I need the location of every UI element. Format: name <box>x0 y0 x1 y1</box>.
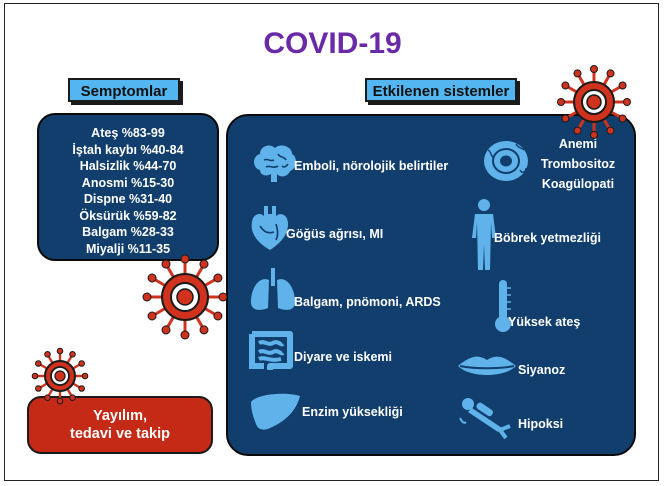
slide-frame <box>4 3 659 481</box>
virus-spike-tip <box>623 98 631 106</box>
virus-icon <box>557 65 631 139</box>
virus-spike-tip <box>606 69 615 78</box>
virus-spike-tip <box>147 273 157 283</box>
virus-spike-tip <box>573 69 582 78</box>
virus-spike-tip <box>56 347 64 355</box>
virus-spike-tip <box>147 311 157 321</box>
virus-spike-tip <box>561 81 570 90</box>
virus-spike-tip <box>606 126 615 135</box>
virus-spike-tip <box>180 330 190 340</box>
label-blood-2: Trombositoz <box>540 157 616 171</box>
virus-spike-tip <box>56 397 64 405</box>
virus-spike-tip <box>31 372 39 380</box>
virus-spike-tip <box>199 259 209 269</box>
label-lips: Siyanoz <box>518 363 566 377</box>
virus-spike-tip <box>618 81 627 90</box>
human-body-icon <box>472 199 496 270</box>
symptom-item: Öksürük %59-82 <box>79 208 177 223</box>
virus-spike-tip <box>44 351 51 358</box>
lips-icon <box>458 356 516 375</box>
virus-spike-tip <box>142 292 152 302</box>
virus-spike-tip <box>81 372 89 380</box>
virus-spike-tip <box>161 259 171 269</box>
virus-icon <box>31 347 89 405</box>
label-lungs: Balgam, pnömoni, ARDS <box>294 295 441 309</box>
virus-spike-tip <box>44 394 51 401</box>
virus-spike-tip <box>590 131 598 139</box>
virus-spike-tip <box>69 394 76 401</box>
virus-spike-tip <box>69 351 76 358</box>
virus-spike-tip <box>213 311 223 321</box>
liver-icon <box>251 393 300 430</box>
systems-header: Etkilenen sistemler <box>365 78 517 102</box>
lungs-icon <box>250 268 296 310</box>
label-fever: Yüksek ateş <box>508 315 581 329</box>
page-title: COVID-19 <box>263 27 402 60</box>
brain-icon <box>254 145 296 182</box>
virus-spike-tip <box>213 273 223 283</box>
virus-spike-tip <box>35 360 42 367</box>
label-oxygen: Hipoksi <box>518 417 564 431</box>
spread-line-1: Yayılım, <box>92 408 147 424</box>
symptom-item: İştah kaybı %40-84 <box>72 142 184 157</box>
spread-box: Yayılım, tedavi ve takip <box>27 396 213 454</box>
symptom-item: Ateş %83-99 <box>91 126 165 140</box>
virus-spike-tip <box>218 292 228 302</box>
label-blood-3: Koagülopati <box>541 177 615 191</box>
symptom-item: Halsizlik %44-70 <box>79 159 177 173</box>
virus-spike-tip <box>561 114 570 123</box>
virus-spike-tip <box>618 114 627 123</box>
virus-icon <box>142 254 228 340</box>
intestine-icon <box>249 331 293 370</box>
label-heart: Göğüs ağrısı, MI <box>286 227 384 241</box>
blood-cell-icon <box>484 141 528 181</box>
heart-icon <box>251 206 288 250</box>
virus-spike-tip <box>573 126 582 135</box>
symptom-item: Anosmi %15-30 <box>81 175 175 190</box>
symptoms-panel: Ateş %83-99 İştah kaybı %40-84 Halsizlik… <box>37 113 219 261</box>
symptom-item: Dispne %31-40 <box>83 192 173 206</box>
virus-spike-tip <box>35 385 42 392</box>
label-intestine: Diyare ve iskemi <box>294 350 392 364</box>
label-kidney: Böbrek yetmezliği <box>494 231 601 245</box>
symptom-item: Balgam %28-33 <box>82 225 174 239</box>
label-brain: Emboli, nörolojik belirtiler <box>294 159 449 173</box>
virus-spike-tip <box>590 65 598 73</box>
diver-icon <box>459 398 511 440</box>
label-blood-1: Anemi <box>558 137 598 151</box>
thermometer-icon <box>495 280 511 332</box>
virus-spike-tip <box>199 325 209 335</box>
symptoms-header: Semptomlar <box>68 78 180 102</box>
symptom-item: Miyalji %11-35 <box>85 241 171 256</box>
systems-panel: Emboli, nörolojik belirtiler Göğüs ağrıs… <box>226 114 636 456</box>
label-liver: Enzim yüksekliği <box>302 405 403 419</box>
virus-spike-tip <box>161 325 171 335</box>
virus-spike-tip <box>78 385 85 392</box>
spread-line-2: tedavi ve takip <box>70 426 170 442</box>
virus-spike-tip <box>557 98 565 106</box>
virus-spike-tip <box>180 254 190 264</box>
virus-spike-tip <box>78 360 85 367</box>
